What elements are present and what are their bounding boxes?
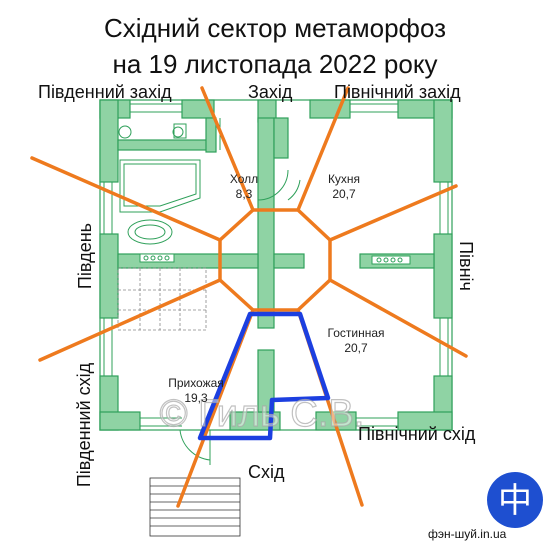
watermark: © Гиль С.В. [160, 393, 365, 435]
room-hall-area: 8,3 [235, 187, 253, 201]
entrance-steps [149, 477, 241, 537]
room-entry: Прихожая 19,3 [156, 376, 236, 406]
direction-north: Північ [456, 241, 476, 291]
room-living: Гостинная 20,7 [316, 326, 396, 356]
direction-north-west: Північний захід [334, 82, 461, 102]
room-entry-name: Прихожая [168, 376, 224, 390]
room-living-name: Гостинная [327, 326, 385, 340]
site-url: фэн-шуй.in.ua [428, 527, 507, 541]
room-kitchen: Кухня 20,7 [314, 172, 374, 202]
direction-east: Схід [248, 462, 285, 482]
east-sector-highlight [197, 311, 331, 441]
feng-shui-logo: 中 [487, 472, 543, 528]
room-living-area: 20,7 [344, 341, 368, 355]
room-entry-area: 19,3 [184, 391, 208, 405]
interior-walls [117, 117, 435, 413]
room-kitchen-name: Кухня [327, 172, 361, 186]
direction-south: Південь [75, 222, 95, 290]
direction-south-west: Південний захід [38, 82, 172, 102]
bathroom-fixtures [118, 118, 221, 245]
room-kitchen-area: 20,7 [332, 187, 356, 201]
title-line-2: на 19 листопада 2022 року [112, 49, 438, 79]
direction-north-east: Північний схід [358, 424, 476, 444]
radiators [139, 253, 411, 265]
room-hall-name: Холл [229, 172, 259, 186]
title-line-1: Східний сектор метаморфоз [103, 13, 447, 43]
direction-west: Захід [248, 82, 293, 102]
room-hall: Холл 8,3 [222, 172, 266, 202]
logo-glyph: 中 [498, 481, 532, 521]
direction-south-east: Південний схід [74, 362, 94, 488]
